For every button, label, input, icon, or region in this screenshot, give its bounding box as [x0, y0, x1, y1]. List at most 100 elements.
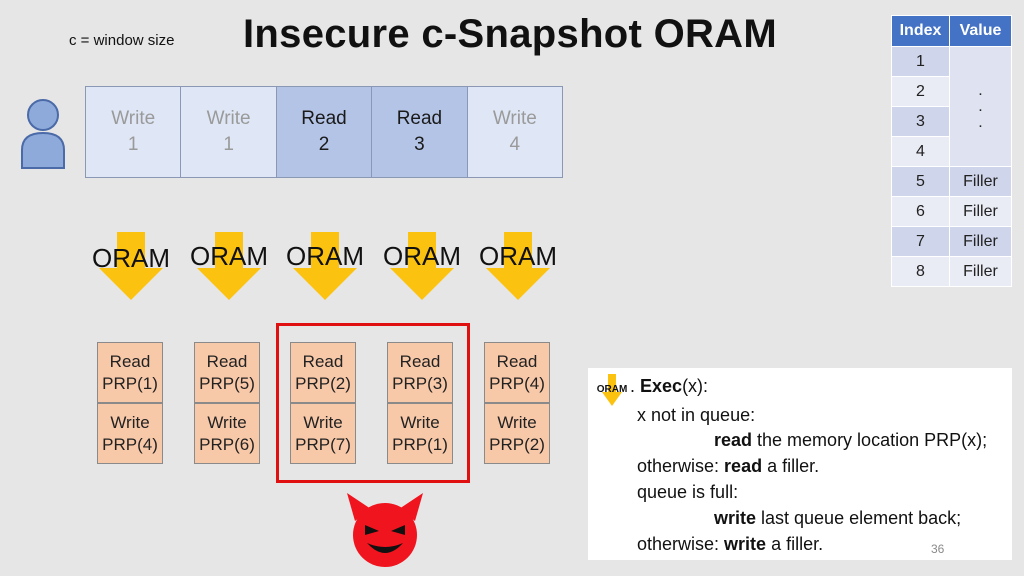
- down-arrow-icon: [602, 374, 622, 406]
- down-arrow-icon: [293, 232, 357, 300]
- index-value-table: Index Value 1 . . . 2 3 4 5 Filler 6 Fil…: [891, 15, 1012, 287]
- prp-op: Write: [303, 412, 343, 432]
- down-arrow-icon: [99, 232, 163, 300]
- prp-read-box: Read PRP(5): [194, 342, 260, 403]
- index-cell: 1: [891, 46, 950, 77]
- value-cell: Filler: [949, 226, 1012, 257]
- prp-op: Read: [496, 351, 538, 371]
- slide-title: Insecure c-Snapshot ORAM: [243, 12, 777, 56]
- queue-arg: 4: [509, 134, 521, 155]
- prp-target: PRP(4): [102, 434, 158, 454]
- index-cell: 3: [891, 106, 950, 137]
- table-header-value: Value: [949, 15, 1012, 47]
- prp-op: Read: [206, 351, 248, 371]
- index-cell: 2: [891, 76, 950, 107]
- window-size-note: c = window size: [69, 32, 175, 49]
- down-arrow-icon: [390, 232, 454, 300]
- leak-highlight-box: [276, 323, 470, 483]
- devil-icon: [347, 493, 423, 567]
- prp-stack: Read PRP(3) Write PRP(1): [387, 342, 453, 464]
- prp-stack: Read PRP(4) Write PRP(2): [484, 342, 550, 464]
- dot: .: [978, 113, 983, 131]
- prp-target: PRP(1): [102, 373, 158, 393]
- table-row: 8 Filler: [891, 256, 1012, 287]
- page-number: 36: [931, 542, 945, 556]
- queue-op: Write: [111, 108, 156, 129]
- queue-cell: Read 2: [276, 87, 373, 177]
- prp-read-box: Read PRP(4): [484, 342, 550, 403]
- oram-label: ORAM: [383, 241, 461, 271]
- queue-op: Read: [396, 108, 443, 129]
- queue-arg: 1: [223, 134, 234, 155]
- queue-arg: 3: [414, 134, 425, 155]
- prp-target: PRP(6): [199, 434, 255, 454]
- oram-label: ORAM: [479, 241, 557, 271]
- queue-cell: Write 1: [181, 87, 277, 177]
- mini-oram-label: ORAM: [596, 384, 628, 395]
- prp-target: PRP(4): [489, 373, 545, 393]
- prp-op: Write: [110, 412, 150, 432]
- dot: .: [978, 97, 983, 115]
- queue-op: Write: [492, 108, 537, 129]
- table-row: 3: [891, 106, 1012, 137]
- prp-target: PRP(5): [199, 373, 255, 393]
- down-arrow-icon: [486, 232, 550, 300]
- prp-target: PRP(7): [295, 434, 351, 454]
- prp-op: Read: [109, 351, 151, 371]
- prp-write-box: Write PRP(1): [387, 403, 453, 464]
- prp-read-box: Read PRP(2): [290, 342, 356, 403]
- index-cell: 8: [891, 256, 950, 287]
- prp-op: Read: [399, 351, 441, 371]
- index-cell: 7: [891, 226, 950, 257]
- table-header-index: Index: [891, 15, 950, 47]
- algo-line: otherwise: write a filler.: [637, 534, 824, 554]
- index-cell: 4: [891, 136, 950, 167]
- prp-write-box: Write PRP(6): [194, 403, 260, 464]
- queue-arg: 2: [318, 134, 330, 155]
- prp-read-box: Read PRP(1): [97, 342, 163, 403]
- index-cell: 5: [891, 166, 950, 197]
- mini-oram-arrow: ORAM: [594, 374, 630, 408]
- value-dots-cell: . . .: [949, 46, 1012, 167]
- oram-arrow: ORAM: [189, 232, 269, 300]
- prp-op: Write: [400, 412, 440, 432]
- queue-cell: Read 3: [372, 87, 468, 177]
- prp-op: Read: [302, 351, 344, 371]
- table-row: 2: [891, 76, 1012, 107]
- prp-write-box: Write PRP(2): [484, 403, 550, 464]
- table-row: 1 . . .: [891, 46, 1012, 167]
- user-icon: [21, 99, 65, 169]
- table-row: 4: [891, 136, 1012, 167]
- table-row: 6 Filler: [891, 196, 1012, 227]
- queue-cell: Write 1: [86, 87, 182, 177]
- prp-write-box: Write PRP(4): [97, 403, 163, 464]
- oram-label: ORAM: [92, 243, 170, 273]
- queue-arg: 1: [127, 134, 139, 155]
- prp-target: PRP(1): [392, 434, 448, 454]
- oram-arrow: ORAM: [382, 232, 462, 300]
- prp-target: PRP(3): [392, 373, 448, 393]
- algorithm-panel: ORAM . Exec(x): x not in queue: read the…: [588, 368, 1012, 560]
- prp-target: PRP(2): [295, 373, 351, 393]
- table-row: 5 Filler: [891, 166, 1012, 197]
- value-cell: Filler: [949, 166, 1012, 197]
- algo-exec-line: . Exec(x):: [630, 376, 709, 396]
- value-cell: Filler: [949, 256, 1012, 287]
- prp-target: PRP(2): [489, 434, 545, 454]
- oram-arrow: ORAM: [285, 232, 365, 300]
- prp-op: Write: [497, 412, 537, 432]
- prp-op: Write: [207, 412, 247, 432]
- oram-label: ORAM: [286, 241, 364, 271]
- prp-stack: Read PRP(1) Write PRP(4): [97, 342, 163, 464]
- algo-line: otherwise: read a filler.: [637, 456, 820, 476]
- value-cell: Filler: [949, 196, 1012, 227]
- oram-label: ORAM: [190, 241, 268, 271]
- operation-queue: Write 1 Write 1 Read 2 Read 3 Write 4: [85, 86, 563, 178]
- dot: .: [978, 81, 983, 99]
- algo-line: queue is full:: [637, 482, 739, 502]
- index-cell: 6: [891, 196, 950, 227]
- algo-line: read the memory location PRP(x);: [714, 430, 988, 450]
- oram-arrow: ORAM: [91, 232, 171, 300]
- prp-read-box: Read PRP(3): [387, 342, 453, 403]
- prp-write-box: Write PRP(7): [290, 403, 356, 464]
